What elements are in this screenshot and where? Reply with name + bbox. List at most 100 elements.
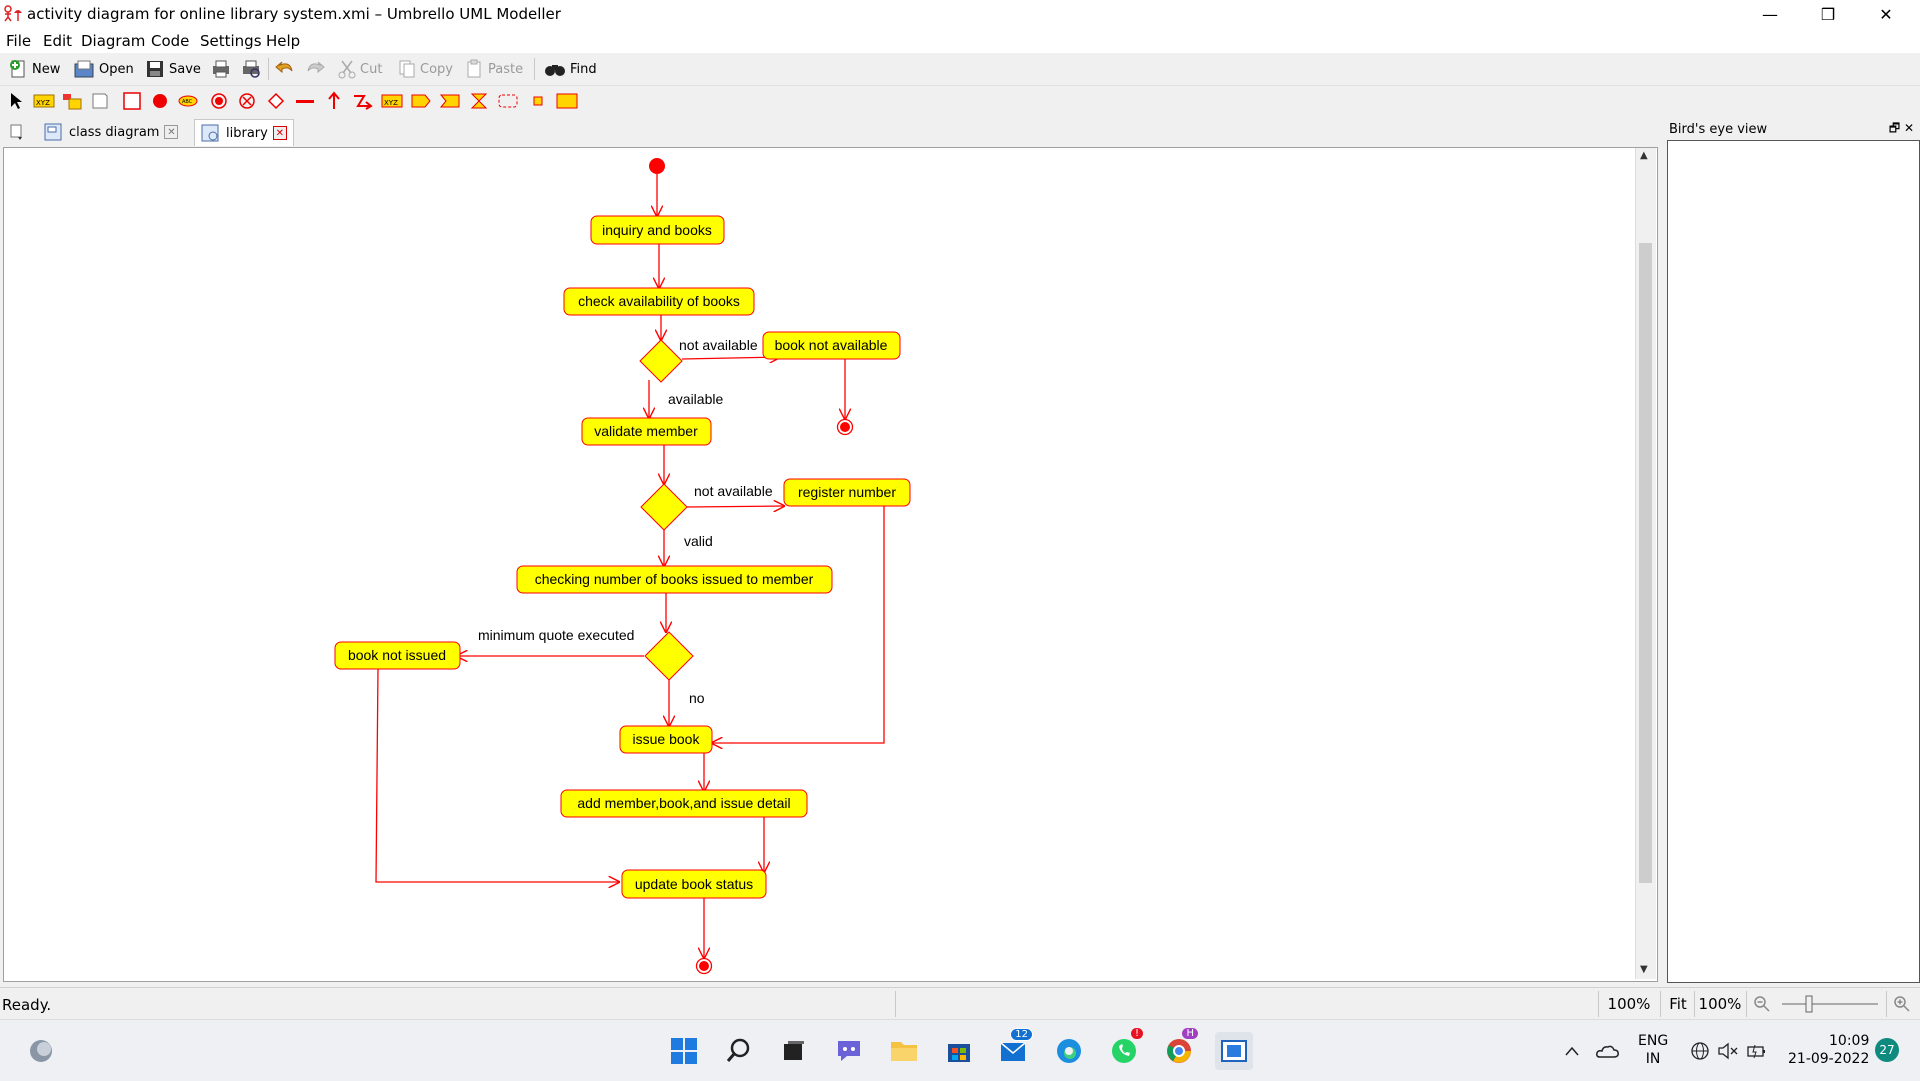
menu-settings[interactable]: Settings xyxy=(200,32,262,50)
tab-library[interactable]: library ✕ xyxy=(194,119,294,146)
menu-diagram[interactable]: Diagram xyxy=(81,32,146,50)
activity-book-not-issued[interactable]: book not issued xyxy=(334,641,461,670)
close-panel-icon[interactable]: ✕ xyxy=(1903,121,1914,135)
save-button[interactable]: Save xyxy=(145,57,201,81)
final-node[interactable] xyxy=(695,957,713,975)
edge-browser-icon[interactable] xyxy=(1050,1032,1088,1070)
activity-book-not-available[interactable]: book not available xyxy=(762,331,901,360)
activity-validate-member[interactable]: validate member xyxy=(581,417,712,446)
activity-check-availability[interactable]: check availability of books xyxy=(563,287,755,316)
guard-label: minimum quote executed xyxy=(478,627,634,643)
network-globe-icon[interactable] xyxy=(1688,1032,1712,1070)
fit-button[interactable]: Fit xyxy=(1660,991,1695,1017)
decision-node-availability[interactable] xyxy=(639,339,683,383)
system-clock[interactable]: 10:09 21-09-2022 xyxy=(1788,1032,1869,1068)
fork-join-tool-icon[interactable] xyxy=(294,91,316,111)
select-arrow-icon[interactable] xyxy=(5,91,27,111)
menu-file[interactable]: File xyxy=(6,32,32,50)
transition-decision1-notavailable[interactable] xyxy=(681,357,780,359)
exception-line-tool-icon[interactable] xyxy=(352,91,374,111)
undo-button[interactable] xyxy=(274,57,296,81)
chat-icon[interactable] xyxy=(830,1032,868,1070)
file-explorer-icon[interactable] xyxy=(885,1032,923,1070)
anchor-line-tool-icon[interactable] xyxy=(323,91,345,111)
paste-button[interactable]: Paste xyxy=(466,57,523,81)
zoom-slider[interactable] xyxy=(1780,991,1880,1017)
open-button[interactable]: Open xyxy=(73,57,134,81)
send-signal-tool-icon[interactable] xyxy=(410,91,432,111)
menu-edit[interactable]: Edit xyxy=(43,32,73,50)
scroll-down-icon[interactable]: ▼ xyxy=(1640,964,1648,975)
volume-muted-icon[interactable] xyxy=(1716,1032,1740,1070)
menu-help[interactable]: Help xyxy=(266,32,301,50)
menu-code[interactable]: Code xyxy=(151,32,190,50)
flow-final-tool-icon[interactable] xyxy=(236,91,258,111)
close-tab-icon[interactable]: ✕ xyxy=(272,126,287,140)
pin-tool-icon[interactable] xyxy=(527,91,549,111)
input-language[interactable]: ENG IN xyxy=(1638,1032,1668,1068)
battery-icon[interactable] xyxy=(1744,1032,1768,1070)
activity-tool-icon[interactable]: ABC xyxy=(177,91,199,111)
whatsapp-icon[interactable]: ! xyxy=(1105,1028,1143,1070)
transition-decision2-register[interactable] xyxy=(686,506,784,507)
initial-node[interactable] xyxy=(649,158,665,174)
activity-register-number[interactable]: register number xyxy=(783,478,911,507)
branch-merge-tool-icon[interactable] xyxy=(265,91,287,111)
initial-activity-tool-icon[interactable] xyxy=(149,91,171,111)
notification-center-badge[interactable]: 27 xyxy=(1875,1038,1899,1062)
decision-node-quota[interactable] xyxy=(644,631,694,681)
float-panel-icon[interactable]: 🗗 xyxy=(1888,121,1901,135)
diagram-canvas[interactable]: inquiry and books check availability of … xyxy=(3,147,1658,982)
time-event-tool-icon[interactable] xyxy=(468,91,490,111)
new-button[interactable]: New xyxy=(8,57,60,81)
start-windows-icon[interactable] xyxy=(665,1032,703,1070)
transition-register-issue[interactable] xyxy=(712,505,885,743)
new-tab-button[interactable] xyxy=(2,119,34,145)
region-tool-icon[interactable] xyxy=(497,91,519,111)
minimize-button[interactable]: — xyxy=(1762,5,1778,24)
box-tool-icon[interactable] xyxy=(89,91,111,111)
redo-button[interactable] xyxy=(304,57,326,81)
tab-class-diagram[interactable]: class diagram ✕ xyxy=(38,119,184,145)
note-tool-icon[interactable] xyxy=(61,91,83,111)
scroll-up-icon[interactable]: ▲ xyxy=(1640,150,1648,161)
activity-rect-tool-icon[interactable] xyxy=(121,91,143,111)
vertical-scrollbar[interactable]: ▲ ▼ xyxy=(1635,148,1656,979)
object-node-tool-icon[interactable]: XYZ xyxy=(381,91,403,111)
print-preview-button[interactable] xyxy=(240,57,262,81)
text-line-tool-icon[interactable]: XYZ xyxy=(33,91,55,111)
umbrello-taskbar-icon[interactable] xyxy=(1215,1032,1253,1070)
decision-node-membership[interactable] xyxy=(640,483,688,531)
final-node[interactable] xyxy=(836,418,854,436)
cut-button[interactable]: Cut xyxy=(338,57,382,81)
search-icon[interactable] xyxy=(720,1032,758,1070)
weather-widget-icon[interactable] xyxy=(22,1032,60,1070)
show-hidden-icons-icon[interactable] xyxy=(1560,1032,1584,1070)
activity-add-member-detail[interactable]: add member,book,and issue detail xyxy=(560,789,808,818)
chrome-icon[interactable]: H xyxy=(1160,1028,1198,1070)
activity-update-book-status[interactable]: update book status xyxy=(621,869,767,899)
print-button[interactable] xyxy=(210,57,232,81)
find-button[interactable]: Find xyxy=(544,57,597,81)
activity-issue-book[interactable]: issue book xyxy=(619,725,713,754)
store-icon[interactable] xyxy=(940,1032,978,1070)
activity-checking-number-of-books[interactable]: checking number of books issued to membe… xyxy=(516,565,833,594)
accept-signal-tool-icon[interactable] xyxy=(439,91,461,111)
zoom-in-icon[interactable] xyxy=(1886,991,1917,1017)
birds-eye-panel: Bird's eye view 🗗 ✕ xyxy=(1664,117,1920,987)
partition-tool-icon[interactable] xyxy=(556,91,578,111)
zoom-reset-button[interactable]: 100% xyxy=(1694,991,1745,1017)
zoom-out-icon[interactable] xyxy=(1746,991,1777,1017)
onedrive-icon[interactable] xyxy=(1594,1032,1622,1070)
birds-eye-view[interactable] xyxy=(1667,140,1920,983)
close-window-button[interactable]: ✕ xyxy=(1879,5,1893,24)
close-tab-icon[interactable]: ✕ xyxy=(164,125,179,139)
restore-button[interactable]: ❒ xyxy=(1820,5,1836,24)
final-activity-tool-icon[interactable] xyxy=(208,91,230,111)
copy-button[interactable]: Copy xyxy=(398,57,453,81)
activity-inquiry-and-books[interactable]: inquiry and books xyxy=(590,215,725,245)
transition-notissued-update[interactable] xyxy=(375,667,619,882)
task-view-icon[interactable] xyxy=(775,1032,813,1070)
scroll-thumb[interactable] xyxy=(1639,243,1652,883)
mail-icon[interactable]: 12 xyxy=(995,1028,1033,1070)
